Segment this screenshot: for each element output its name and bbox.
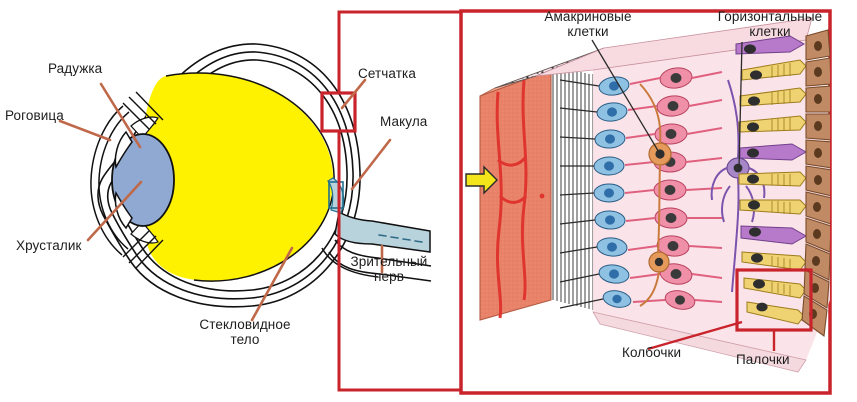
amacrine-cells — [639, 83, 672, 307]
choroid-vessels — [495, 79, 528, 319]
label-amacrine-cells-line2: клетки — [567, 24, 609, 39]
leader-cones — [647, 320, 743, 351]
label-rods: Палочки — [736, 352, 790, 367]
leader-amacrine — [591, 39, 661, 155]
eye-leader-lines — [58, 78, 392, 322]
pigment-epithelium-layer — [801, 29, 830, 337]
label-optic-nerve-line1: Зрительный — [350, 254, 428, 269]
label-vitreous-body-line1: Стекловидное — [199, 317, 291, 332]
label-macula: Макула — [380, 114, 428, 129]
bipolar-cell-layer — [624, 67, 723, 310]
label-horizontal-cells-line1: Горизонтальные — [717, 9, 823, 24]
lens — [111, 133, 175, 227]
leader-horizontal — [738, 41, 743, 169]
label-cones: Колбочки — [622, 345, 682, 360]
vitreous-body — [146, 73, 334, 281]
cornea — [90, 105, 130, 256]
leader-vitreous — [250, 246, 294, 322]
label-iris: Радужка — [48, 61, 103, 76]
label-optic-nerve-line2: нерв — [373, 269, 405, 284]
label-horizontal-cells-line2: клетки — [749, 24, 791, 39]
callout-connector-top — [337, 10, 461, 93]
light-direction-arrow — [465, 165, 498, 195]
leader-iris — [99, 82, 142, 149]
callout-connectors — [337, 10, 461, 392]
photoreceptor-layer — [735, 35, 808, 325]
retina-leader-lines — [591, 39, 776, 351]
label-amacrine-cells-line1: Амакриновые — [544, 9, 632, 24]
pigment-epithelium-nuclei — [809, 41, 822, 319]
label-retina: Сетчатка — [358, 66, 416, 81]
leader-macula — [350, 138, 392, 191]
leader-lens — [86, 180, 143, 242]
label-cornea: Роговица — [5, 108, 64, 123]
label-vitreous-body-line2: тело — [230, 332, 260, 347]
optic-nerve — [321, 210, 432, 282]
label-lens: Хрусталик — [16, 238, 82, 253]
iris-upper — [114, 130, 133, 170]
iris-lower — [114, 190, 133, 230]
leader-cornea — [58, 119, 112, 142]
retina-bottom-face — [592, 311, 807, 373]
horizontal-cells — [710, 79, 766, 293]
zonule-fibers — [122, 91, 164, 269]
eye-cross-section — [58, 43, 432, 322]
leader-retina — [340, 78, 367, 110]
ganglion-cell-layer — [559, 76, 632, 309]
retina-layers-detail — [459, 9, 832, 395]
callout-connector-bottom — [337, 131, 461, 392]
